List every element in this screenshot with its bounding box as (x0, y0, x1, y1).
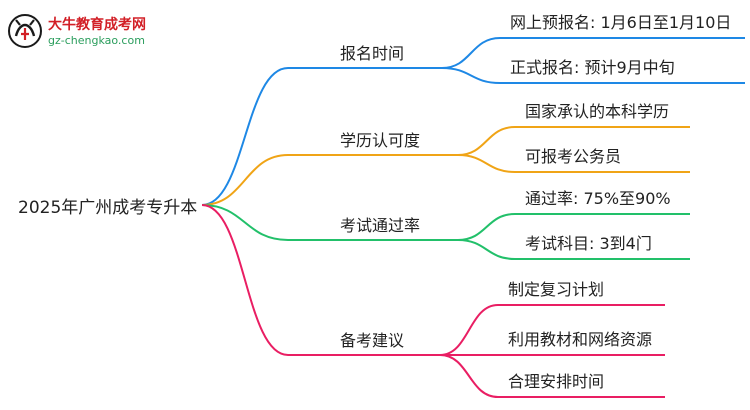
leaf-label-1-1: 可报考公务员 (525, 147, 621, 166)
branch-label-0: 报名时间 (340, 44, 404, 63)
edge-branch-2-child-1 (457, 239, 516, 260)
leaf-label-2-0: 通过率: 75%至90% (525, 189, 671, 208)
edge-root-branch-2 (201, 204, 289, 241)
leaf-label-0-0: 网上预报名: 1月6日至1月10日 (510, 13, 731, 32)
brand-name: 大牛教育成考网 (48, 17, 146, 33)
edge-branch-1-child-0 (457, 126, 516, 156)
edge-branch-3-child-2 (439, 354, 499, 398)
leaf-label-3-2: 合理安排时间 (508, 372, 604, 391)
edge-root-branch-1 (201, 154, 289, 206)
edge-root-branch-0 (201, 67, 289, 206)
leaf-label-3-0: 制定复习计划 (508, 280, 604, 299)
leaf-label-2-1: 考试科目: 3到4门 (525, 234, 652, 253)
branch-label-3: 备考建议 (340, 331, 404, 350)
leaf-label-0-1: 正式报名: 预计9月中旬 (510, 58, 675, 77)
branch-label-1: 学历认可度 (340, 131, 420, 150)
edge-branch-1-child-1 (457, 154, 516, 173)
leaf-label-1-0: 国家承认的本科学历 (525, 102, 669, 121)
edge-branch-0-child-0 (441, 37, 501, 69)
leaf-label-3-1: 利用教材和网络资源 (508, 330, 652, 349)
branch-label-2: 考试通过率 (340, 216, 420, 235)
edge-root-branch-3 (201, 204, 289, 356)
bull-logo-icon (8, 14, 42, 48)
mind-map-edges (201, 37, 745, 398)
edge-branch-2-child-0 (457, 213, 516, 241)
site-logo[interactable]: 大牛教育成考网 gz-chengkao.com (8, 10, 178, 54)
edge-branch-3-child-0 (439, 304, 499, 356)
edge-branch-0-child-1 (441, 67, 501, 84)
root-node: 2025年广州成考专升本 (18, 198, 197, 218)
brand-url: gz-chengkao.com (48, 34, 145, 47)
